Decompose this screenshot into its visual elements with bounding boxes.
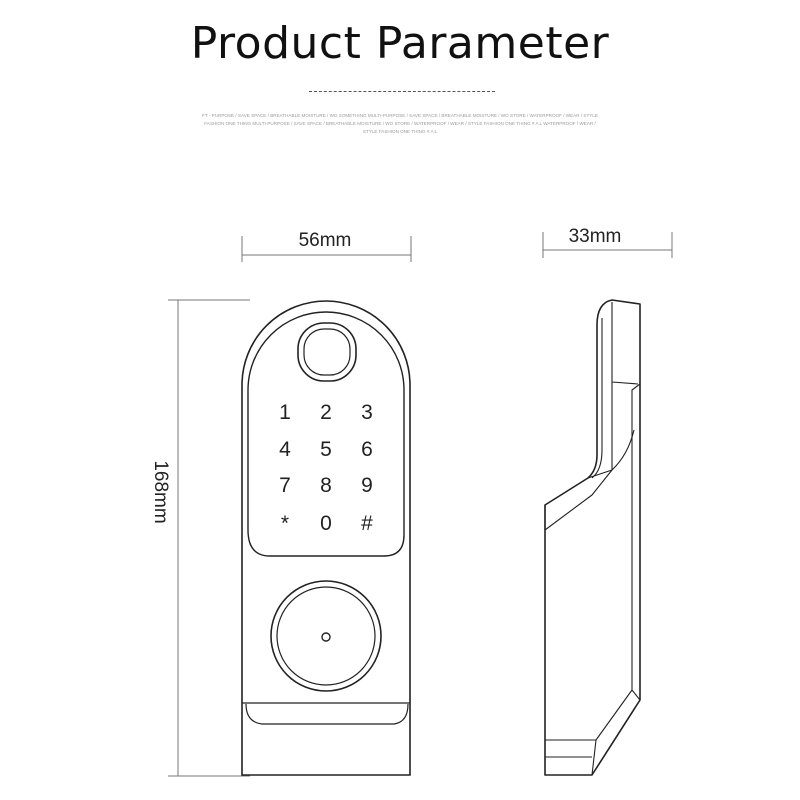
keypad-key-4: 4 [279, 438, 291, 461]
keypad-key-9: 9 [361, 474, 373, 497]
tagline-text: ft - purpose / save space / breathable m… [202, 113, 598, 134]
keypad-key-7: 7 [279, 474, 291, 497]
keypad-key-3: 3 [361, 401, 373, 424]
fingerprint-sensor [297, 322, 357, 382]
keypad-panel [247, 311, 405, 557]
depth-dimension-line [542, 232, 673, 258]
keypad-key-8: 8 [320, 474, 332, 497]
keypad-key-hash: # [361, 512, 373, 535]
thumb-turn-knob [270, 580, 382, 692]
keypad-key-1: 1 [279, 401, 291, 424]
title-divider [309, 91, 495, 92]
keypad-key-star: * [281, 512, 289, 535]
lock-front-view [241, 300, 411, 776]
width-dimension-label: 56mm [298, 230, 352, 251]
key-hole [321, 632, 331, 642]
keypad-key-0: 0 [320, 512, 332, 535]
lock-body-outline [241, 300, 411, 776]
side-profile-outline [544, 299, 641, 776]
page-title: Product Parameter [190, 18, 610, 69]
width-dimension-line [241, 236, 412, 262]
keypad-keys: 1 2 3 4 5 6 7 8 9 * 0 # [279, 401, 373, 535]
keypad-key-2: 2 [320, 401, 332, 424]
depth-dimension-label: 33mm [568, 226, 622, 247]
height-dimension-line [168, 299, 250, 777]
keypad-key-6: 6 [361, 438, 373, 461]
lock-side-view [544, 299, 641, 776]
keypad-key-5: 5 [320, 438, 332, 461]
